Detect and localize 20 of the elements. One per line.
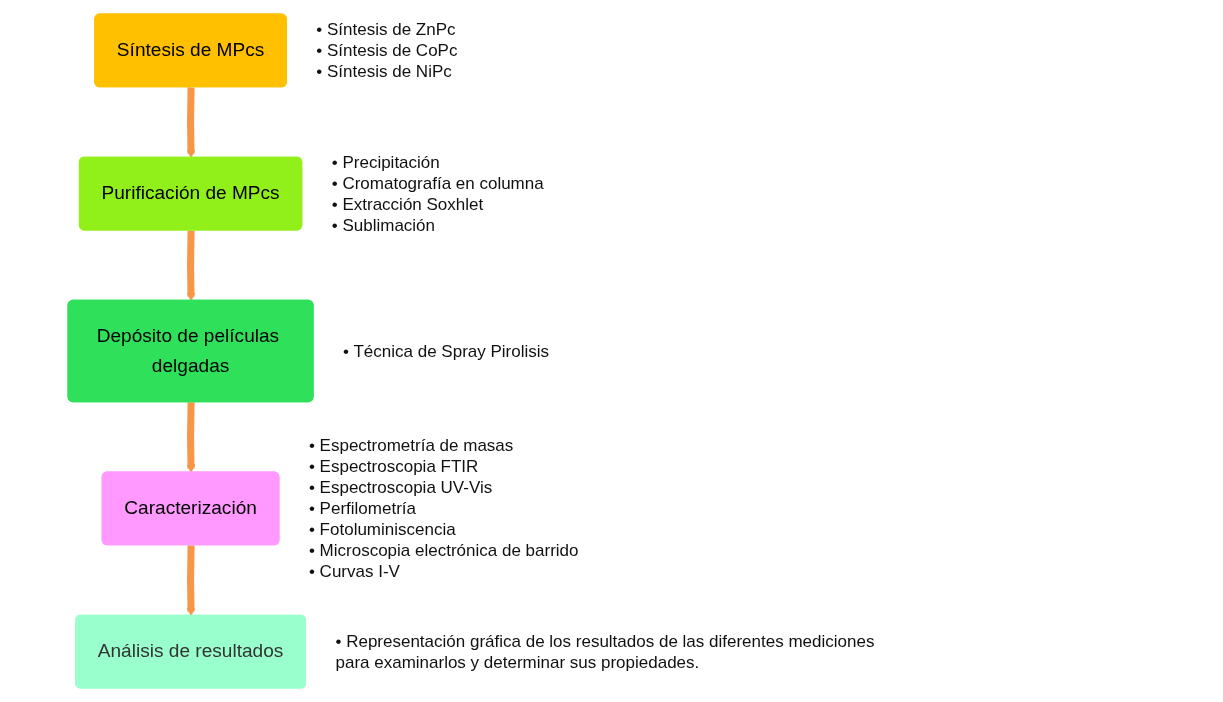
- bullet-item: • Cromatografía en columna: [331, 172, 544, 194]
- bullet-item: • Representación gráfica de los resultados de las diferentes mediciones para examinarlos y determinar sus propiedades.: [335, 630, 876, 673]
- arrow: [186, 402, 196, 473]
- arrow: [186, 545, 196, 617]
- bullet-item: • Sublimación: [331, 214, 437, 236]
- bullet-item: • Extracción Soxhlet: [331, 193, 485, 215]
- arrow: [186, 230, 196, 302]
- bullet-item: • Técnica de Spray Pirolisis: [343, 340, 550, 362]
- bullet-item: • Precipitación: [331, 151, 441, 173]
- bullet-item: • Síntesis de ZnPc: [316, 18, 457, 40]
- bullet-item: • Síntesis de NiPc: [316, 60, 453, 82]
- bullet-item: • Espectroscopia UV-Vis: [308, 476, 494, 498]
- bullet-item: • Perfilometría: [308, 497, 417, 519]
- bullet-item: • Curvas I-V: [308, 560, 401, 582]
- bullet-item: • Microscopia electrónica de barrido: [308, 539, 579, 561]
- bullet-item: • Síntesis de CoPc: [316, 39, 458, 61]
- bullet-item: • Espectroscopia FTIR: [308, 455, 480, 477]
- bullet-item: • Espectrometría de masas: [308, 434, 515, 456]
- arrow: [186, 87, 196, 159]
- bullet-item: • Fotoluminiscencia: [308, 518, 457, 540]
